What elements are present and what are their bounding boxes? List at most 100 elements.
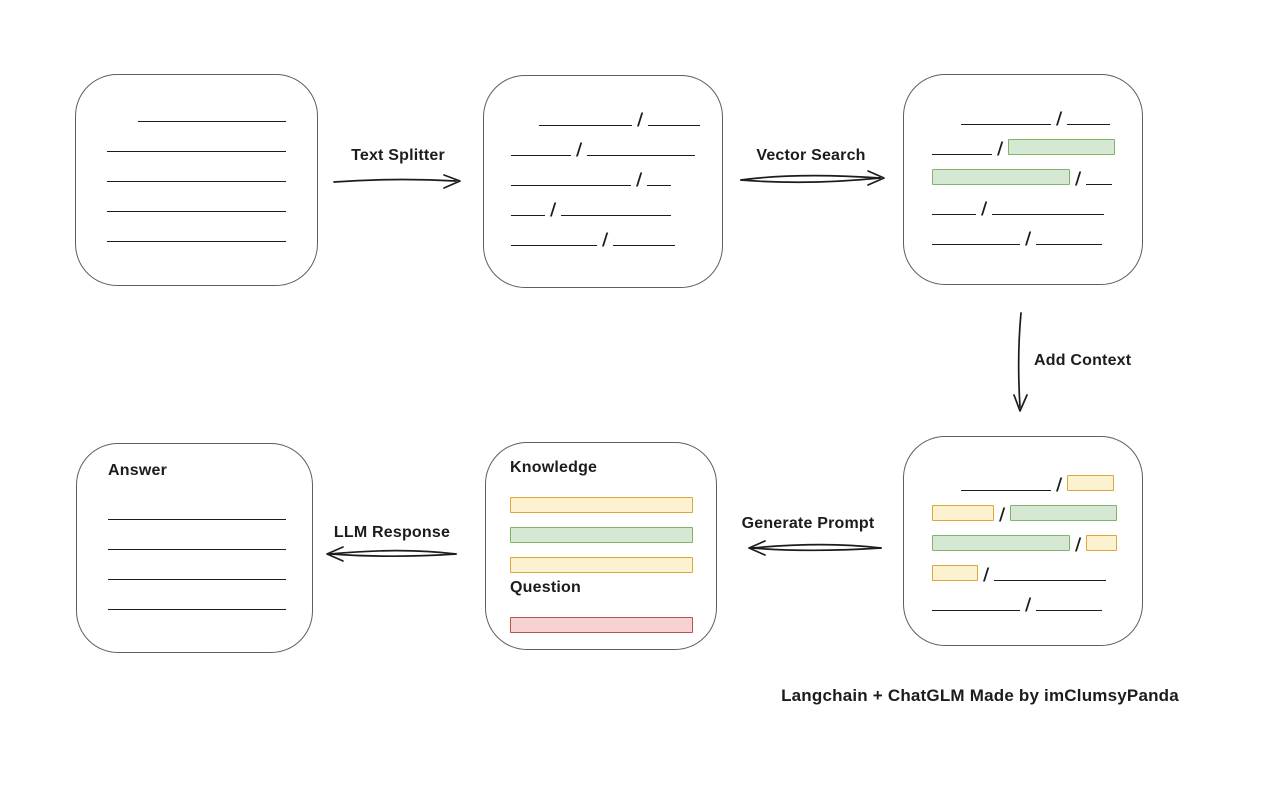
text-line	[108, 519, 286, 520]
text-line	[108, 549, 286, 550]
prompt-box: Knowledge Question	[485, 442, 717, 650]
text-line	[648, 125, 701, 126]
yellow-chunk-chip	[932, 505, 994, 521]
arrowhead-left-icon	[326, 546, 344, 562]
chunk-separator: /	[1056, 109, 1063, 129]
text-splitter-arrow-label: Text Splitter	[351, 147, 445, 164]
text-line	[992, 214, 1105, 215]
yellow-chunk-chip	[510, 497, 693, 513]
chunk-row: /	[961, 461, 1142, 495]
text-line	[613, 245, 676, 246]
chunk-separator: /	[636, 170, 643, 190]
chunk-row	[108, 580, 312, 610]
vector-search-arrow-label: Vector Search	[756, 147, 866, 164]
text-line	[1086, 184, 1113, 185]
text-line	[994, 580, 1107, 581]
chunk-row: /	[539, 96, 722, 129]
chunk-separator: /	[602, 230, 609, 250]
green-chunk-chip	[932, 535, 1070, 551]
generate-prompt-arrow	[748, 540, 882, 556]
text-line	[1036, 610, 1103, 611]
green-chunk-chip	[1010, 505, 1118, 521]
green-chunk-chip	[1008, 139, 1116, 155]
arrowhead-right-icon	[867, 170, 885, 186]
yellow-chunk-chip	[510, 557, 693, 573]
chunk-row: /	[511, 216, 722, 250]
chunk-separator: /	[997, 139, 1004, 159]
green-chunk-chip	[510, 527, 693, 543]
text-line	[932, 610, 1020, 611]
text-line	[647, 185, 672, 186]
chunk-row: /	[932, 215, 1142, 249]
split-chunks-box: /////	[483, 75, 723, 288]
chunk-separator: /	[1056, 475, 1063, 495]
chunk-separator: /	[1075, 535, 1082, 555]
chunk-separator: /	[981, 199, 988, 219]
chunk-row	[107, 122, 317, 152]
text-line	[107, 181, 286, 182]
chunk-row	[108, 490, 312, 520]
green-chunk-chip	[932, 169, 1070, 185]
caption: Langchain + ChatGLM Made by imClumsyPand…	[781, 686, 1179, 705]
question-bars	[510, 603, 716, 633]
chunk-row: /	[932, 185, 1142, 219]
text-line	[511, 245, 597, 246]
chunk-row	[510, 543, 716, 573]
chunk-row: /	[511, 126, 722, 159]
text-line	[1036, 244, 1103, 245]
question-label: Question	[510, 579, 581, 596]
chunk-row: /	[511, 156, 722, 190]
text-line	[511, 185, 631, 186]
text-line	[587, 155, 696, 156]
chunk-row	[510, 603, 716, 633]
chunk-row	[108, 550, 312, 580]
chunk-separator: /	[1025, 595, 1032, 615]
text-line	[1067, 124, 1111, 125]
text-line	[961, 124, 1051, 125]
chunk-row	[138, 92, 317, 122]
chunk-row: /	[961, 95, 1142, 129]
text-line	[932, 214, 976, 215]
knowledge-label: Knowledge	[510, 459, 598, 476]
text-line	[539, 125, 632, 126]
source-document-box	[75, 74, 318, 286]
arrowhead-left-icon	[748, 540, 766, 556]
answer-label: Answer	[108, 462, 167, 479]
yellow-chunk-chip	[1067, 475, 1115, 491]
knowledge-bars	[510, 483, 716, 573]
red-chunk-chip	[510, 617, 693, 633]
text-line	[107, 151, 286, 152]
chunk-separator: /	[983, 565, 990, 585]
text-line	[107, 241, 286, 242]
text-line	[961, 490, 1051, 491]
chunk-row: /	[932, 551, 1142, 585]
yellow-chunk-chip	[1086, 535, 1118, 551]
text-splitter-arrow	[333, 174, 461, 189]
chunk-row: /	[932, 581, 1142, 615]
text-line	[932, 244, 1020, 245]
generate-prompt-arrow-label: Generate Prompt	[741, 515, 875, 532]
llm-response-arrow-label: LLM Response	[333, 524, 451, 541]
chunk-separator: /	[1025, 229, 1032, 249]
vector-search-arrow	[740, 170, 885, 186]
text-line	[107, 211, 286, 212]
chunk-row: /	[932, 125, 1142, 159]
chunk-row	[107, 152, 317, 182]
text-line	[561, 215, 672, 216]
chunk-row: /	[932, 155, 1142, 188]
chunk-separator: /	[999, 505, 1006, 525]
chunk-row	[510, 513, 716, 543]
text-line	[932, 154, 992, 155]
add-context-arrow	[1013, 312, 1028, 412]
chunk-row	[510, 483, 716, 513]
chunk-row	[107, 212, 317, 242]
answer-box: Answer	[76, 443, 313, 653]
yellow-chunk-chip	[932, 565, 978, 581]
vector-matched-chunks-box: /////	[903, 74, 1143, 285]
text-line	[108, 609, 286, 610]
arrowhead-down-icon	[1013, 394, 1028, 412]
arrowhead-right-icon	[443, 174, 461, 189]
add-context-arrow-label: Add Context	[1034, 352, 1132, 369]
text-line	[138, 121, 286, 122]
